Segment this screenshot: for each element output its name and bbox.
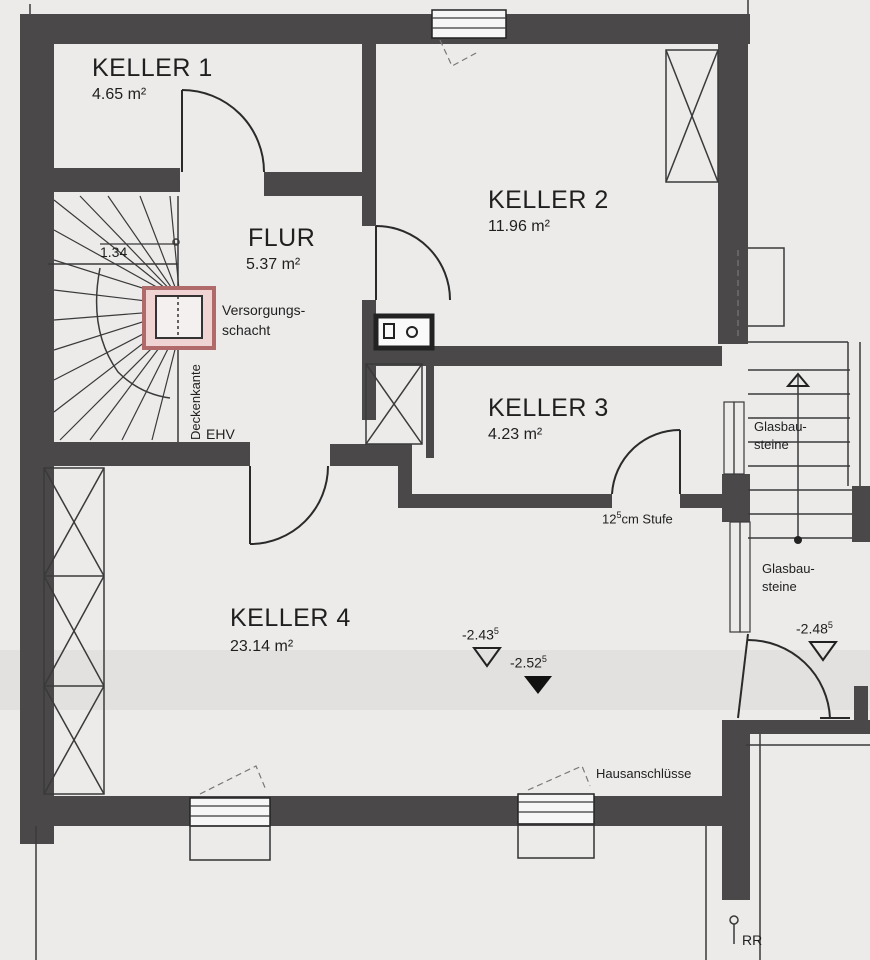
shaft-boxes: [43, 49, 719, 795]
ceiling-edge-label: Deckenkante: [188, 364, 203, 440]
supply-shaft-label-line1: Versorgungs-: [222, 302, 306, 318]
glass-blocks-label-1-line1: Glasbau-: [754, 419, 807, 434]
step-label-main: 12: [602, 511, 617, 527]
level-markers: [472, 641, 838, 694]
room-name-keller4: KELLER 4: [230, 604, 351, 632]
room-area-keller1: 4.65 m²: [92, 86, 147, 103]
level-label-1: -2.435: [462, 626, 499, 643]
room-name-keller1: KELLER 1: [92, 54, 213, 82]
boiler-symbol: [373, 313, 435, 351]
level-marker-2: [524, 676, 552, 694]
step-label: 125cm Stufe: [602, 510, 673, 526]
stair-width-label: 1.34: [100, 244, 128, 260]
room-area-keller3: 4.23 m²: [488, 426, 543, 443]
level-marker-3: [808, 641, 838, 662]
level-label-2-sup: 5: [541, 654, 547, 664]
ehv-label: EHV: [206, 426, 235, 442]
step-label-unit: cm Stufe: [621, 511, 673, 527]
level-label-1-sup: 5: [493, 626, 499, 636]
room-area-flur: 5.37 m²: [246, 256, 301, 273]
staircase: [48, 195, 181, 442]
supply-shaft-label-line2: schacht: [222, 322, 271, 338]
room-name-keller3: KELLER 3: [488, 394, 609, 422]
room-name-keller2: KELLER 2: [488, 186, 609, 214]
paper-fold: [0, 650, 870, 710]
exterior-stair-arrow: [785, 372, 811, 544]
level-marker-1: [472, 647, 502, 668]
level-label-1-main: -2.43: [462, 626, 494, 643]
doors: [181, 89, 850, 719]
level-label-2: -2.525: [510, 654, 547, 671]
glass-blocks-label-2-line1: Glasbau-: [762, 561, 815, 576]
rr-label: RR: [742, 932, 763, 948]
supply-shaft-label: Versorgungs- schacht: [222, 300, 305, 340]
level-label-3: -2.485: [796, 620, 833, 637]
supply-shaft: [142, 286, 216, 350]
windows: [189, 9, 739, 861]
level-label-3-sup: 5: [827, 620, 833, 630]
walls: [20, 14, 870, 900]
room-area-keller2: 11.96 m²: [488, 218, 550, 235]
glass-blocks-label-2: Glasbau- steine: [762, 560, 815, 596]
room-name-flur: FLUR: [248, 224, 316, 252]
level-label-3-main: -2.48: [796, 620, 828, 637]
level-label-2-main: -2.52: [510, 654, 542, 671]
glass-blocks-label-2-line2: steine: [762, 579, 797, 594]
glass-blocks-label-1: Glasbau- steine: [754, 418, 807, 454]
house-connections-label: Hausanschlüsse: [596, 766, 692, 781]
step-label-sup: 5: [616, 510, 622, 520]
thin-lines: [29, 0, 870, 960]
room-area-keller4: 23.14 m²: [230, 638, 294, 655]
glass-blocks-label-1-line2: steine: [754, 437, 789, 452]
